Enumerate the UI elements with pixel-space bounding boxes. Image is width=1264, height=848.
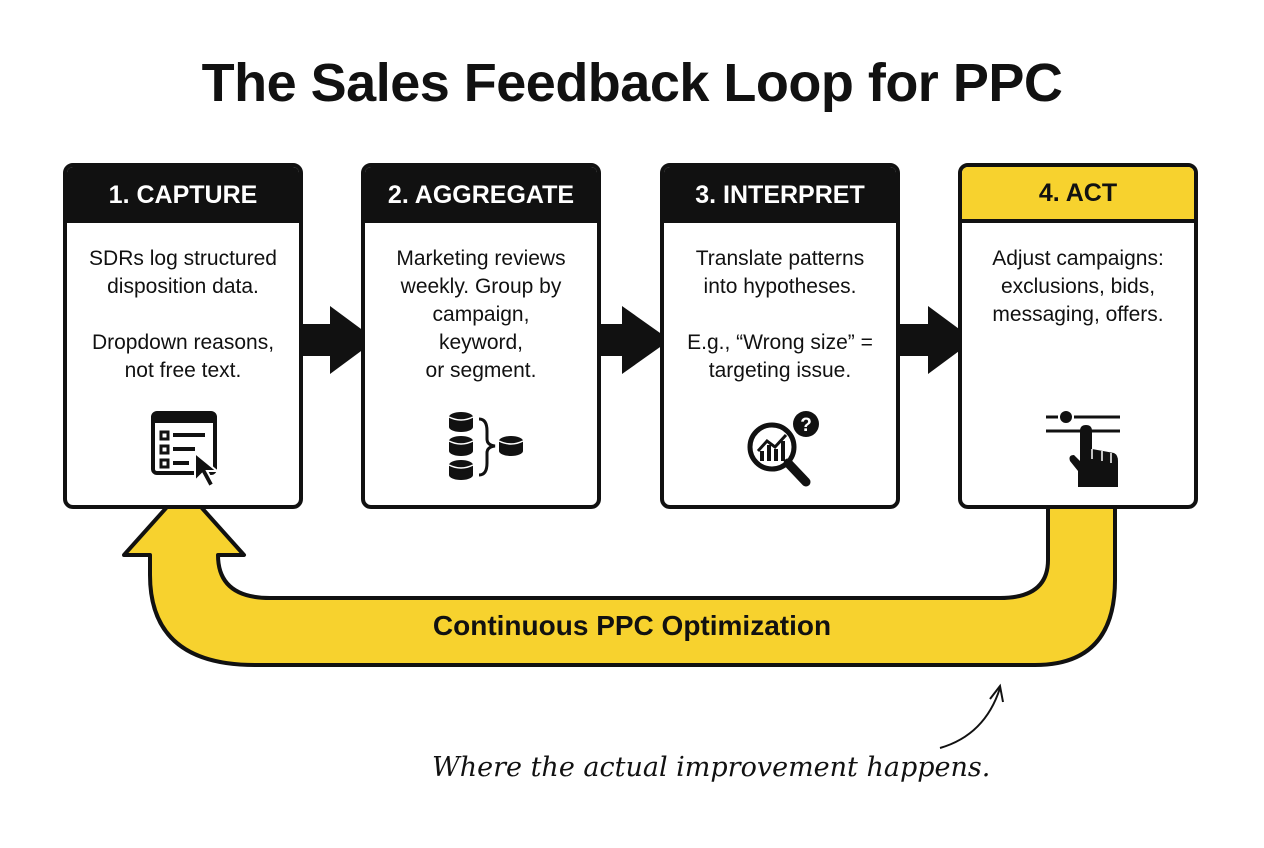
step-aggregate-box: 2. AGGREGATE Marketing reviews weekly. G… (361, 163, 601, 509)
step-act-box: 4. ACT Adjust campaigns: exclusions, bid… (958, 163, 1198, 509)
step-act-header: 4. ACT (962, 167, 1194, 223)
diagram-title: The Sales Feedback Loop for PPC (201, 53, 1063, 113)
feedback-loop-arrow (122, 486, 1117, 667)
step-aggregate-header: 2. AGGREGATE (365, 167, 597, 223)
annotation-arrowhead (989, 683, 1004, 703)
form-cursor-icon (151, 411, 220, 489)
annotation-arrow (939, 687, 1001, 749)
step-arrow-2 (592, 306, 670, 374)
step-arrow-3 (892, 306, 974, 374)
slider-hand-icon (1046, 411, 1120, 487)
step-interpret-text: Translate patterns into hypotheses. E.g.… (687, 247, 873, 382)
step-aggregate-text: Marketing reviews weekly. Group by campa… (396, 247, 566, 382)
step-capture-header: 1. CAPTURE (67, 167, 299, 223)
chart-magnifier-question-icon: ? (747, 411, 819, 487)
step-act-text: Adjust campaigns: exclusions, bids, mess… (992, 247, 1164, 326)
annotation-note: Where the actual improvement happens. (432, 752, 991, 783)
loop-label: Continuous PPC Optimization (432, 610, 832, 641)
step-interpret-header: 3. INTERPRET (664, 167, 896, 223)
step-capture-box: 1. CAPTURE SDRs log structured dispositi… (63, 163, 303, 509)
svg-text:?: ? (800, 415, 812, 436)
step-interpret-box: 3. INTERPRET Translate patterns into hyp… (660, 163, 900, 509)
step-arrow-1 (302, 306, 376, 374)
step-capture-text: SDRs log structured disposition data. Dr… (89, 247, 277, 382)
database-group-icon (448, 412, 524, 480)
